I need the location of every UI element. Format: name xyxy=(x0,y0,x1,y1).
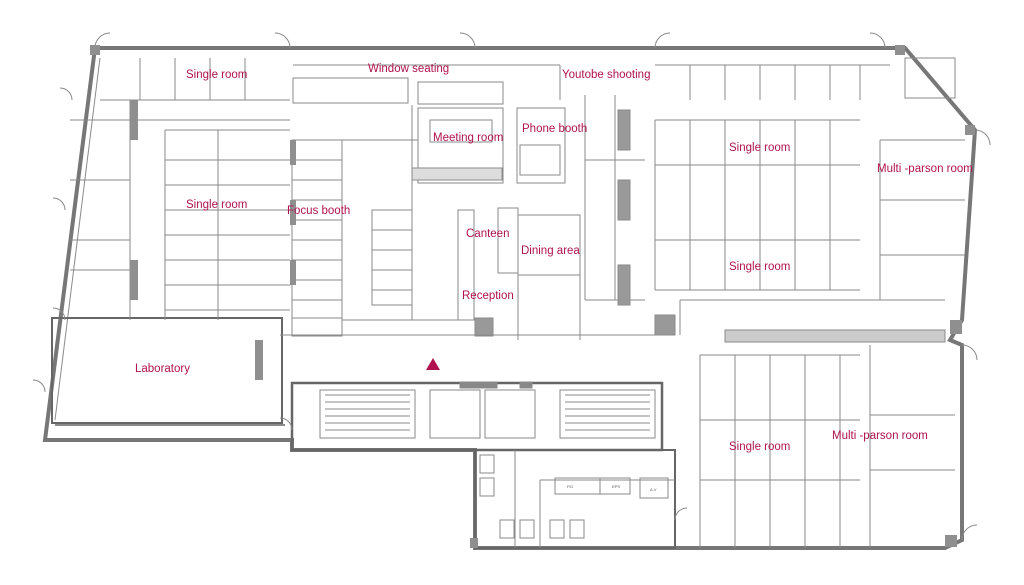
columns xyxy=(90,45,975,548)
label-dining-area: Dining area xyxy=(521,245,580,257)
label-laboratory: Laboratory xyxy=(135,363,190,375)
meeting-room xyxy=(417,107,504,184)
label-single-room-top-right: Single room xyxy=(729,142,791,154)
label-single-room-top-left: Single room xyxy=(186,69,248,81)
label-window-seating: Window seating xyxy=(368,63,450,75)
restroom-block xyxy=(474,449,676,549)
label-canteen: Canteen xyxy=(466,228,510,240)
label-multi-person-room-right: Multi -parson room xyxy=(877,163,973,175)
entrance-triangle-icon xyxy=(426,358,440,370)
label-av: A.V xyxy=(650,487,657,492)
phone-booth xyxy=(516,107,566,184)
label-reception: Reception xyxy=(462,290,514,302)
label-youtube-shooting: Youtobe shooting xyxy=(562,69,651,81)
label-meeting-room: Meeting room xyxy=(433,132,504,144)
laboratory-room xyxy=(51,317,283,424)
label-single-room-bottom-right: Single room xyxy=(729,441,791,453)
label-focus-booth: Focus booth xyxy=(287,205,351,217)
label-pd: P.D xyxy=(567,484,574,489)
label-eps: EPS xyxy=(612,484,621,489)
label-single-room-mid-left: Single room xyxy=(186,199,248,211)
label-multi-person-room-bottom: Multi -parson room xyxy=(832,430,928,442)
label-single-room-mid-right: Single room xyxy=(729,261,791,273)
label-phone-booth: Phone booth xyxy=(522,123,588,135)
plan-linework xyxy=(32,32,991,550)
